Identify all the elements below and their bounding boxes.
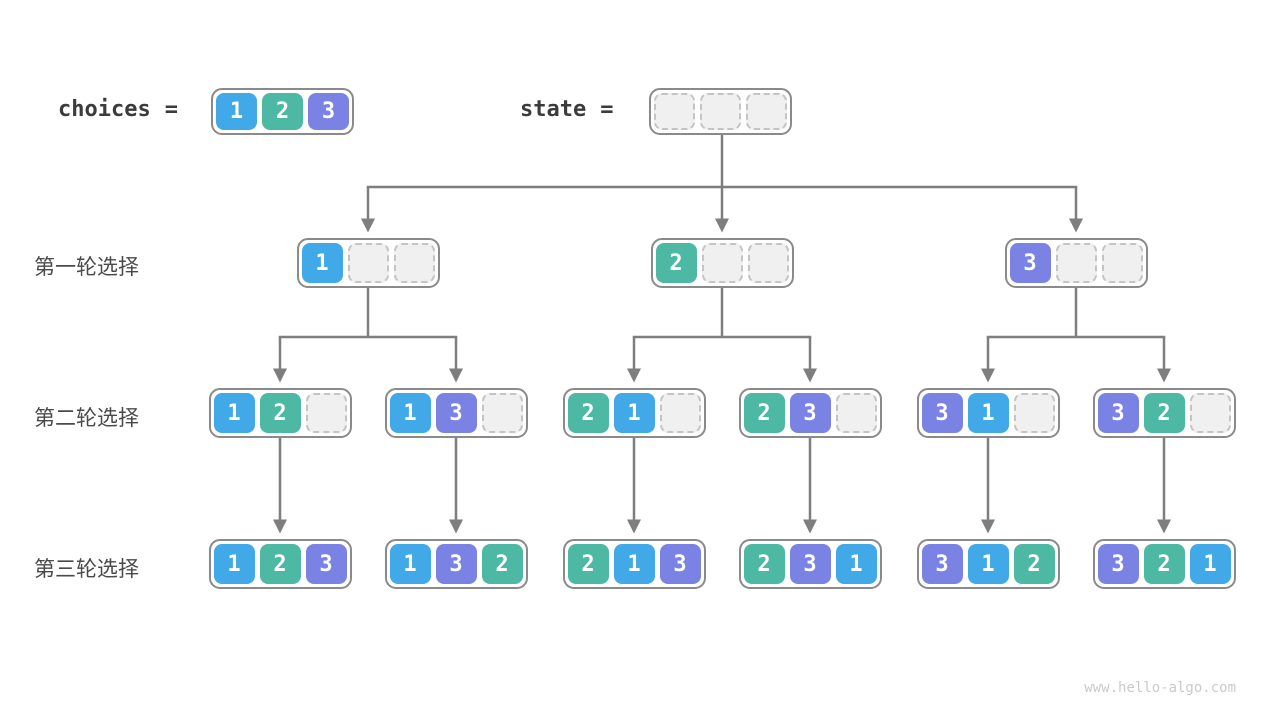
value-cell: 2 (481, 544, 523, 584)
value-cell: 1 (213, 544, 255, 584)
empty-cell (347, 243, 389, 283)
empty-cell (1101, 243, 1143, 283)
value-cell: 1 (301, 243, 343, 283)
empty-cell (700, 93, 741, 130)
value-cell: 3 (435, 393, 477, 433)
value-cell: 3 (435, 544, 477, 584)
value-cell: 3 (1009, 243, 1051, 283)
empty-cell (393, 243, 435, 283)
empty-cell (305, 393, 347, 433)
empty-cell (654, 93, 695, 130)
empty-cell (1055, 243, 1097, 283)
value-cell: 3 (921, 544, 963, 584)
empty-cell (1189, 393, 1231, 433)
state-label: state = (520, 97, 613, 122)
value-cell: 1 (613, 393, 655, 433)
state-equals-sign: = (600, 97, 614, 122)
watermark: www.hello-algo.com (1084, 680, 1236, 696)
value-cell: 2 (1143, 393, 1185, 433)
empty-cell (835, 393, 877, 433)
empty-cell (659, 393, 701, 433)
value-cell: 1 (835, 544, 877, 584)
value-cell: 2 (259, 393, 301, 433)
value-cell: 1 (213, 393, 255, 433)
value-cell: 3 (1097, 544, 1139, 584)
empty-cell (1013, 393, 1055, 433)
round-2-label: 第二轮选择 (34, 406, 139, 430)
round-3-label: 第三轮选择 (34, 557, 139, 581)
value-cell: 3 (921, 393, 963, 433)
value-cell: 3 (305, 544, 347, 584)
value-cell: 2 (567, 393, 609, 433)
value-cell: 2 (567, 544, 609, 584)
array-node: 3 (1004, 238, 1148, 288)
empty-cell (746, 93, 787, 130)
array-node: 1 (296, 238, 440, 288)
value-cell: 2 (262, 93, 303, 130)
value-cell: 2 (1143, 544, 1185, 584)
empty-cell (481, 393, 523, 433)
value-cell: 1 (389, 393, 431, 433)
value-cell: 2 (655, 243, 697, 283)
value-cell: 1 (216, 93, 257, 130)
value-cell: 1 (967, 544, 1009, 584)
state-array (649, 88, 792, 135)
empty-cell (747, 243, 789, 283)
empty-cell (701, 243, 743, 283)
value-cell: 3 (789, 544, 831, 584)
value-cell: 2 (743, 393, 785, 433)
choices-label-text: choices (58, 97, 151, 122)
value-cell: 1 (1189, 544, 1231, 584)
value-cell: 3 (308, 93, 349, 130)
value-cell: 2 (1013, 544, 1055, 584)
choices-label: choices = (58, 97, 178, 122)
value-cell: 3 (659, 544, 701, 584)
value-cell: 1 (613, 544, 655, 584)
value-cell: 2 (743, 544, 785, 584)
value-cell: 1 (389, 544, 431, 584)
round-1-label: 第一轮选择 (34, 255, 139, 279)
value-cell: 3 (789, 393, 831, 433)
value-cell: 1 (967, 393, 1009, 433)
value-cell: 2 (259, 544, 301, 584)
choices-equals-sign: = (164, 97, 178, 122)
value-cell: 3 (1097, 393, 1139, 433)
state-label-text: state (520, 97, 587, 122)
array-node: 2 (650, 238, 794, 288)
